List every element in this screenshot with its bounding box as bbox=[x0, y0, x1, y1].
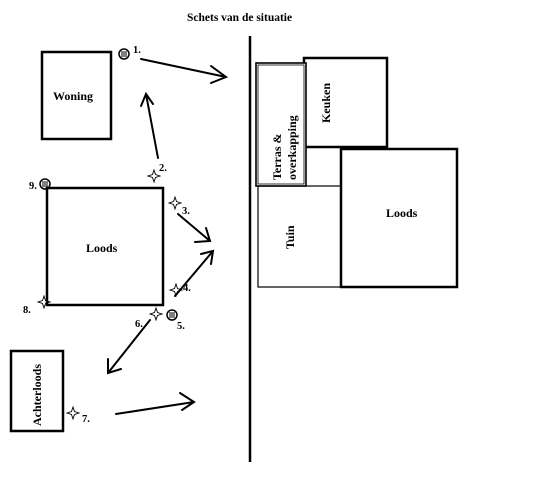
sparkle-icon bbox=[65, 405, 81, 421]
sparkle-icon bbox=[148, 306, 164, 322]
viewpoint-label-8: 8. bbox=[23, 305, 31, 316]
viewpoint-label-1: 1. bbox=[133, 45, 141, 56]
keuken-building bbox=[302, 56, 389, 149]
terras-label-line2: overkapping bbox=[285, 115, 299, 180]
arrow-7-view bbox=[115, 392, 196, 415]
arrow-2-view bbox=[140, 91, 159, 159]
loods-left-label: Loods bbox=[86, 241, 118, 255]
sparkle-icon bbox=[36, 294, 52, 310]
arrow-3-view bbox=[177, 213, 212, 243]
tuin-label: Tuin bbox=[283, 225, 297, 249]
woning-building bbox=[40, 50, 113, 141]
lamp-icon bbox=[39, 178, 51, 190]
sparkle-icon bbox=[146, 168, 162, 184]
arrow-4-view bbox=[174, 249, 215, 297]
achterloods-building bbox=[9, 349, 65, 433]
arrow-6-view bbox=[107, 319, 151, 375]
view-arrows bbox=[107, 58, 229, 415]
viewpoint-label-6: 6. bbox=[135, 319, 143, 330]
terras-overkapping-area bbox=[255, 62, 307, 187]
loods-right-building bbox=[339, 147, 459, 289]
viewpoint-label-7: 7. bbox=[82, 414, 90, 425]
sparkle-icon bbox=[168, 282, 184, 298]
viewpoint-label-3: 3. bbox=[182, 206, 190, 217]
arrow-1-view bbox=[140, 58, 229, 84]
viewpoint-label-4: 4. bbox=[183, 283, 191, 294]
viewpoint-label-5: 5. bbox=[177, 321, 185, 332]
achterloods-label: Achterloods bbox=[30, 364, 44, 426]
keuken-label: Keuken bbox=[319, 83, 333, 123]
loods-right-label: Loods bbox=[386, 206, 418, 220]
sparkle-icon bbox=[167, 195, 183, 211]
sketch-title: Schets van de situatie bbox=[187, 12, 292, 24]
viewpoint-label-2: 2. bbox=[159, 163, 167, 174]
lamp-icon bbox=[118, 48, 130, 60]
viewpoint-label-9: 9. bbox=[29, 181, 37, 192]
loods-left-building bbox=[45, 186, 165, 307]
lamp-icon bbox=[166, 309, 178, 321]
terras-label-line1: Terras & bbox=[270, 133, 284, 180]
woning-label: Woning bbox=[53, 89, 93, 103]
tuin-area bbox=[257, 185, 342, 288]
